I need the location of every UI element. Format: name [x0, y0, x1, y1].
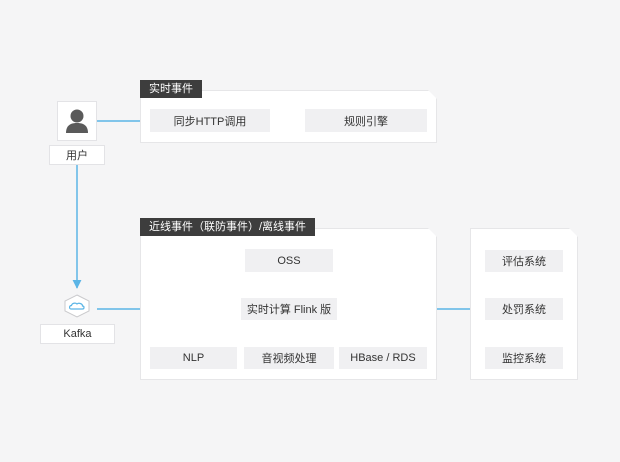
kafka-node[interactable]: [62, 293, 92, 319]
nlp-box[interactable]: NLP: [150, 347, 237, 369]
penalty-system-box[interactable]: 处罚系统: [485, 298, 563, 320]
kafka-label: Kafka: [40, 324, 115, 344]
person-icon: [66, 109, 88, 133]
rule-engine-box[interactable]: 规则引擎: [305, 109, 427, 132]
sync-http-call-box[interactable]: 同步HTTP调用: [150, 109, 270, 132]
evaluation-system-box[interactable]: 评估系统: [485, 250, 563, 272]
realtime-events-tag: 实时事件: [140, 80, 202, 98]
audio-video-box[interactable]: 音视频处理: [244, 347, 334, 369]
kafka-cloud-icon: [64, 294, 90, 318]
user-node[interactable]: [57, 101, 97, 141]
nearline-events-tag: 近线事件（联防事件）/离线事件: [140, 218, 316, 236]
oss-box[interactable]: OSS: [245, 249, 333, 272]
hbase-rds-box[interactable]: HBase / RDS: [339, 347, 427, 369]
monitoring-system-box[interactable]: 监控系统: [485, 347, 563, 369]
flink-box[interactable]: 实时计算 Flink 版: [241, 298, 337, 320]
user-label: 用户: [49, 145, 105, 165]
